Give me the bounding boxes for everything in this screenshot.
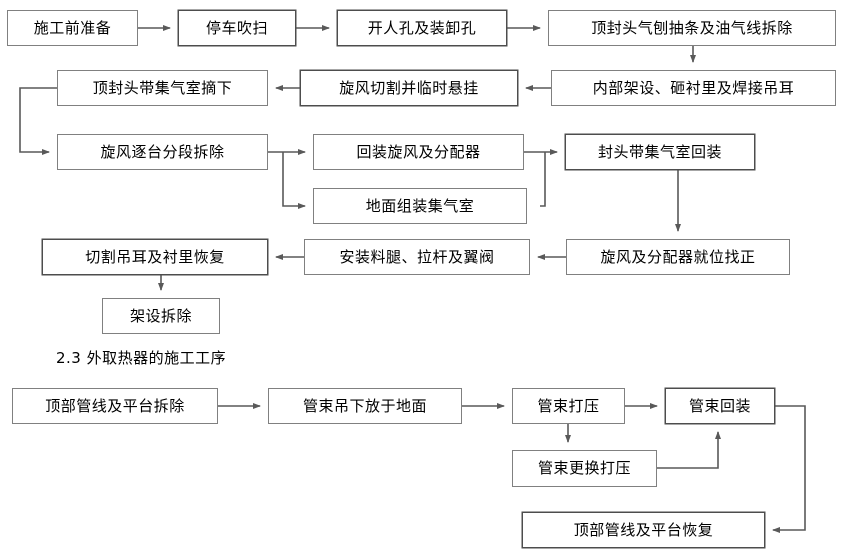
- node-construction-preparation[interactable]: 施工前准备: [7, 10, 138, 46]
- node-cyclone-distributor-alignment[interactable]: 旋风及分配器就位找正: [566, 239, 790, 275]
- node-top-head-gouging[interactable]: 顶封头气刨抽条及油气线拆除: [548, 10, 836, 46]
- edge-b5-b4: [657, 431, 721, 469]
- edge-n7-n8: [19, 87, 57, 155]
- edge-b4-b6: [772, 405, 806, 533]
- edge-n11-n10: [540, 152, 546, 207]
- node-scaffold-removal[interactable]: 架设拆除: [102, 298, 220, 334]
- edge-n8-n11: [282, 152, 306, 209]
- node-reinstall-cyclone-distributor[interactable]: 回装旋风及分配器: [313, 134, 524, 170]
- node-install-dipleg-tierod-valve[interactable]: 安装料腿、拉杆及翼阀: [304, 239, 530, 275]
- node-head-plenum-reinstall[interactable]: 封头带集气室回装: [565, 134, 755, 170]
- node-cyclone-sectional-dismantle[interactable]: 旋风逐台分段拆除: [57, 134, 268, 170]
- node-tube-bundle-lowered[interactable]: 管束吊下放于地面: [268, 388, 462, 424]
- node-internal-scaffold-lining[interactable]: 内部架设、砸衬里及焊接吊耳: [551, 70, 836, 106]
- node-top-piping-platform-removal[interactable]: 顶部管线及平台拆除: [12, 388, 218, 424]
- node-tube-bundle-replace-test[interactable]: 管束更换打压: [512, 450, 657, 487]
- node-open-manhole[interactable]: 开人孔及装卸孔: [337, 10, 507, 46]
- section-heading: 2.3 外取热器的施工工序: [56, 349, 227, 367]
- node-tube-bundle-pressure-test[interactable]: 管束打压: [512, 388, 625, 424]
- node-shutdown-purge[interactable]: 停车吹扫: [178, 10, 296, 46]
- node-cyclone-cut-suspend[interactable]: 旋风切割并临时悬挂: [300, 70, 518, 106]
- node-cut-lug-restore-lining[interactable]: 切割吊耳及衬里恢复: [42, 239, 268, 275]
- node-tube-bundle-reinstall[interactable]: 管束回装: [665, 388, 775, 424]
- node-top-piping-platform-restore[interactable]: 顶部管线及平台恢复: [522, 512, 765, 548]
- node-top-head-plenum-removal[interactable]: 顶封头带集气室摘下: [57, 70, 268, 106]
- node-ground-assemble-plenum[interactable]: 地面组装集气室: [313, 188, 527, 224]
